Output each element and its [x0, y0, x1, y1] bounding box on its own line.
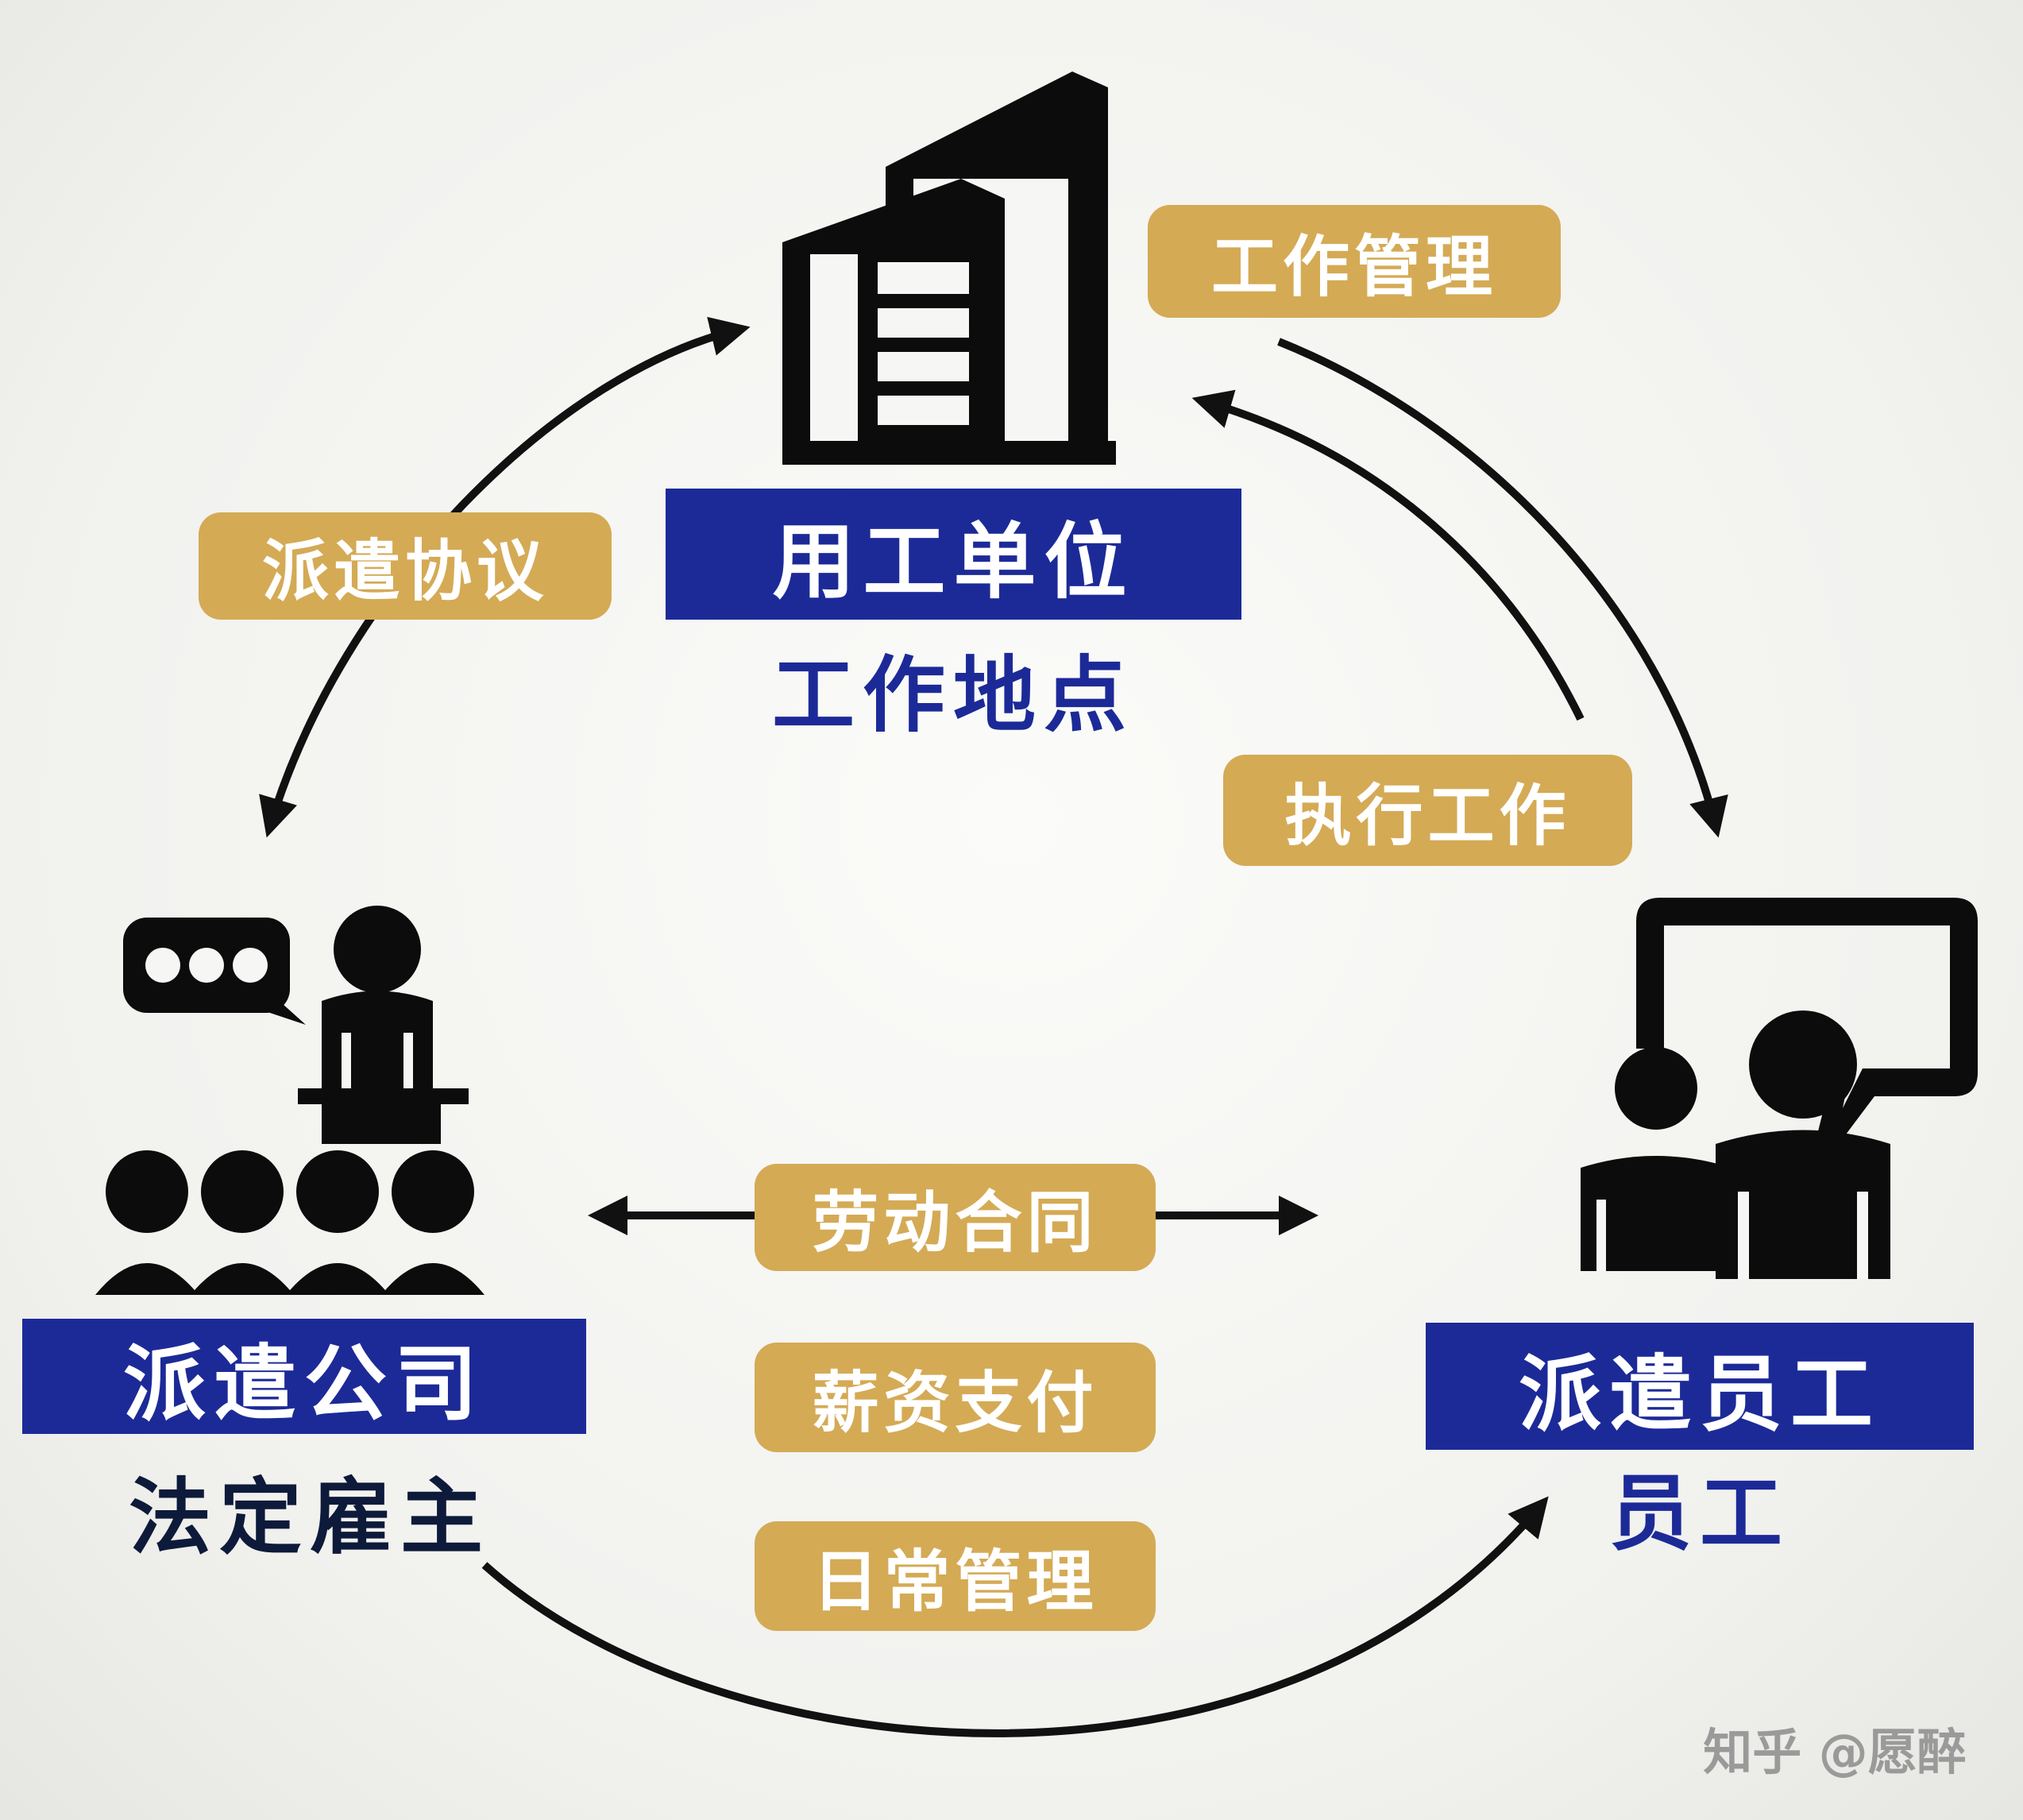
people-speech-bubble-icon — [1581, 898, 1978, 1279]
tag-labor-contract: 劳动合同 — [755, 1164, 1156, 1271]
tag-salary-payment: 薪资支付 — [755, 1343, 1156, 1452]
tag-dispatch-agreement: 派遣协议 — [199, 512, 612, 620]
arrow-employer-agency — [259, 316, 751, 838]
watermark-text: 知乎 @愿醉 — [1703, 1723, 1967, 1781]
arrow-worker-to-employer — [1191, 389, 1585, 721]
employer-subtitle: 工作地点 — [771, 646, 1134, 744]
employer-bar-label: 用工单位 — [666, 489, 1241, 620]
speaker-audience-icon — [95, 906, 485, 1295]
tag-work-management: 工作管理 — [1148, 205, 1561, 318]
worker-subtitle: 员工 — [1608, 1464, 1790, 1562]
worker-bar-label: 派遣员工 — [1426, 1323, 1974, 1450]
tag-perform-work: 执行工作 — [1223, 755, 1632, 866]
agency-bar-label: 派遣公司 — [22, 1319, 586, 1434]
arrow-agency-to-worker-bottom — [481, 1496, 1549, 1737]
tag-daily-management: 日常管理 — [755, 1521, 1156, 1631]
building-icon — [782, 71, 1116, 465]
arrow-employer-to-worker — [1277, 338, 1728, 838]
agency-subtitle: 法定雇主 — [128, 1468, 491, 1566]
